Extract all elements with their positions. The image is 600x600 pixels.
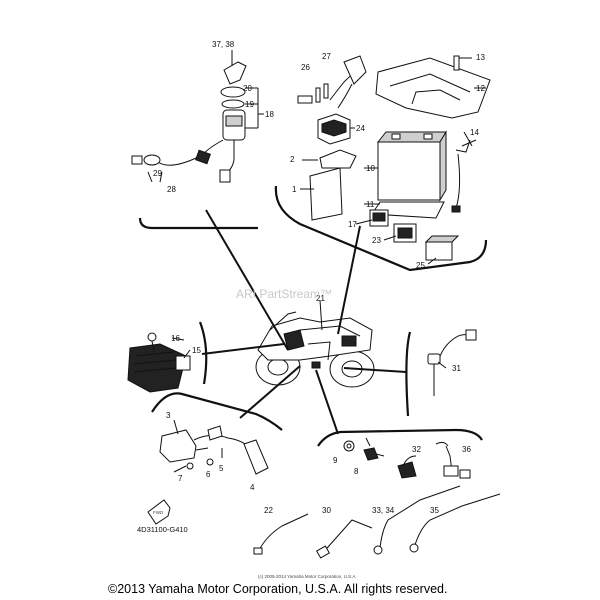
callout-13: 13 xyxy=(476,53,485,62)
watermark: ARI PartStream™ xyxy=(236,287,332,301)
callout-21: 21 xyxy=(316,294,325,303)
callout-31: 31 xyxy=(452,364,461,373)
neutral-switch xyxy=(427,329,477,396)
callout-14: 14 xyxy=(470,128,479,137)
callout-1: 1 xyxy=(292,185,297,194)
callout-25: 25 xyxy=(416,261,425,270)
battery-group xyxy=(297,55,491,261)
callout-18: 18 xyxy=(265,110,274,119)
callout-30: 30 xyxy=(322,506,331,515)
callout-23: 23 xyxy=(372,236,381,245)
callout-15: 15 xyxy=(192,346,201,355)
fwd-arrow: FWD xyxy=(147,499,171,525)
callout-9: 9 xyxy=(333,456,338,465)
callout-28: 28 xyxy=(167,185,176,194)
ignition-coil-group xyxy=(159,425,269,475)
fwd-label: FWD xyxy=(153,510,164,515)
callout-2: 2 xyxy=(290,155,295,164)
callout-20: 20 xyxy=(243,84,252,93)
callout-29: 29 xyxy=(153,169,162,178)
callout-7: 7 xyxy=(178,474,183,483)
rectifier-regulator xyxy=(127,332,191,393)
main-switch-group xyxy=(131,50,264,183)
callout-33-34: 33, 34 xyxy=(372,506,395,515)
callout-17: 17 xyxy=(348,220,357,229)
callout-12: 12 xyxy=(476,84,485,93)
callout-16: 16 xyxy=(171,334,180,343)
callout-3: 3 xyxy=(166,411,171,420)
callout-19: 19 xyxy=(245,100,254,109)
callout-27: 27 xyxy=(322,52,331,61)
bottom-parts xyxy=(253,437,501,559)
callout-24: 24 xyxy=(356,124,365,133)
callout-8: 8 xyxy=(354,467,359,476)
callout-22: 22 xyxy=(264,506,273,515)
copyright-notice: ©2013 Yamaha Motor Corporation, U.S.A. A… xyxy=(108,582,447,596)
callout-6: 6 xyxy=(206,470,211,479)
callout-11: 11 xyxy=(366,200,375,209)
callout-4: 4 xyxy=(250,483,255,492)
leader-lines xyxy=(171,87,486,435)
small-copyright: (c) 2005-2014 Yamaha Motor Corporation, … xyxy=(258,574,357,579)
callout-37-38: 37, 38 xyxy=(212,40,235,49)
callout-5: 5 xyxy=(219,464,224,473)
callout-26: 26 xyxy=(301,63,310,72)
callout-32: 32 xyxy=(412,445,421,454)
part-code: 4D31100-G410 xyxy=(137,525,188,534)
atv-outline xyxy=(255,311,375,388)
callout-brackets xyxy=(138,185,488,447)
callout-36: 36 xyxy=(462,445,471,454)
callout-35: 35 xyxy=(430,506,439,515)
callout-labels: 37, 38 20 19 18 29 28 27 26 24 2 10 1 11… xyxy=(153,40,485,515)
callout-10: 10 xyxy=(366,164,375,173)
